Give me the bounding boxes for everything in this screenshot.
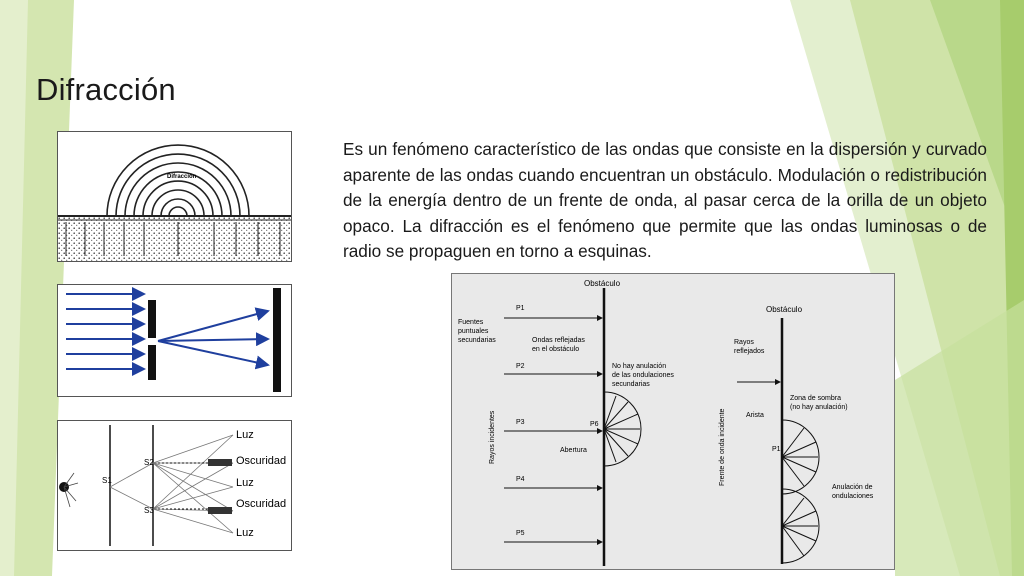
right-point-p1: P1 [772,446,781,453]
left-green-band-light [0,0,28,576]
arista-label: Arista [746,412,764,419]
left-obstacle-title: Obstáculo [584,279,621,288]
huygens-diagram: Obstáculo P1 P2 P3 P4 P5 P6 Fuentes [451,273,895,570]
incident-blue-arrows [66,287,146,376]
point-p4: P4 [516,476,525,483]
anulacion-line-2: ondulaciones [832,493,874,500]
fuentes-line-1: Fuentes [458,319,484,326]
nohay-line-3: secundarias [612,381,650,388]
diffracted-blue-arrows [157,307,270,370]
slit-label-s2: S2 [144,458,154,467]
right-obstacle-title: Obstáculo [766,305,803,314]
slit-label-s3: S3 [144,506,154,515]
ondas-line-1: Ondas reflejadas [532,337,585,344]
right-green-wedge-3 [930,0,1024,260]
fig1-label: Difracción [167,174,197,180]
point-p3: P3 [516,419,525,426]
double-slit-figure: S2 S1 S3 Luz Oscuridad Luz Oscuridad Luz [57,420,292,551]
left-incident-rays [504,315,603,545]
fuentes-line-2: puntuales [458,328,489,335]
right-wavelets [781,419,820,564]
screen-bar [273,288,281,392]
fuentes-line-3: secundarias [458,337,496,344]
slit-arrows-figure [57,284,292,397]
slide-body-text: Es un fenómeno característico de las ond… [343,139,987,261]
dotted-guides [158,462,208,510]
point-p5: P5 [516,530,525,537]
point-p2: P2 [516,363,525,370]
water-region [58,216,291,261]
fringe-markers [208,459,232,514]
interference-rays [109,434,234,534]
label-oscuridad-2: Oscuridad [236,498,286,510]
diffraction-semicircles-figure: Difracción [57,131,292,262]
label-luz-2: Luz [236,477,254,489]
nohay-line-2: de las ondulaciones [612,372,674,379]
rayos-incidentes-label: Rayos incidentes [489,410,496,464]
label-oscuridad-1: Oscuridad [236,455,286,467]
zona-sombra-2: (no hay anulación) [790,404,848,411]
incident-arrows [65,222,281,256]
label-luz-1: Luz [236,429,254,441]
semicircular-wavefronts [106,144,250,217]
anulacion-line-1: Anulación de [832,484,873,491]
source-rays [63,472,79,508]
abertura-label: Abertura [560,447,587,454]
label-luz-3: Luz [236,527,254,539]
slide-title: Difracción [36,72,176,107]
point-p1: P1 [516,305,525,312]
zona-sombra-1: Zona de sombra [790,395,841,402]
frente-onda-label: Frente de onda incidente [719,408,726,486]
left-wavelet [603,391,642,467]
nohay-line-1: No hay anulación [612,363,666,370]
bottom-right-green [895,300,1024,576]
slit-label-s1: S1 [102,476,112,485]
slit-barrier-top [148,300,156,338]
rayos-reflejados-1: Rayos [734,339,754,346]
ondas-line-2: en el obstáculo [532,346,579,353]
point-p6: P6 [590,421,599,428]
rayos-reflejados-2: reflejados [734,348,765,355]
slit-barrier-bottom [148,345,156,380]
